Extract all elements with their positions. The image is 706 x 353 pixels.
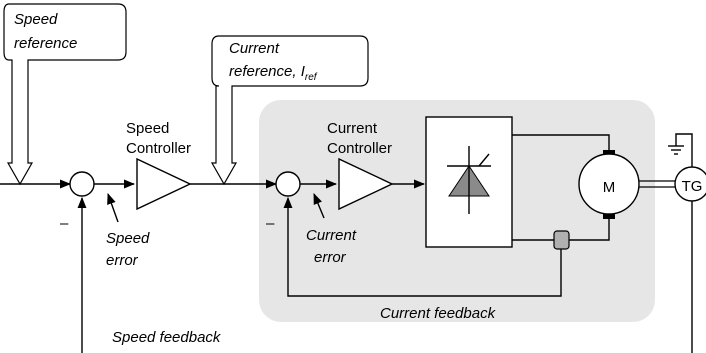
current-feedback-label: Current feedback — [380, 305, 497, 322]
speed-summing-junction — [69, 171, 95, 197]
current-sensor — [553, 230, 570, 250]
current-summing-junction — [275, 171, 301, 197]
motor-supply-bottom — [512, 216, 610, 241]
speed-error-label-2: error — [106, 252, 139, 269]
motor-symbol — [578, 153, 640, 215]
current-controller-amplifier — [338, 157, 394, 211]
ground-wire — [675, 133, 693, 167]
speed-feedback-minus: – — [60, 215, 69, 232]
current-feedback-line — [283, 196, 562, 297]
current-error-label-1: Current — [306, 227, 357, 244]
speed-error-pointer — [107, 192, 119, 223]
current-error-label-2: error — [314, 249, 347, 266]
speed-controller-amplifier — [136, 157, 192, 211]
speed-controller-label-2: Controller — [126, 140, 191, 157]
speed-reference-callout — [3, 3, 127, 186]
speed-feedback-label: Speed feedback — [112, 329, 222, 346]
current-error-pointer — [313, 192, 325, 219]
speed-error-label-1: Speed — [106, 230, 150, 247]
thyristor-gate — [478, 153, 490, 167]
current-feedback-minus: – — [266, 215, 275, 232]
tachogenerator-label: TG — [682, 178, 703, 195]
current-reference-label-1: Current — [229, 40, 280, 57]
motor-brush-bottom — [603, 211, 615, 219]
current-controller-label-2: Controller — [327, 140, 392, 157]
speed-reference-label-2: reference — [14, 35, 77, 52]
current-controller-label-1: Current — [327, 120, 378, 137]
motor-supply-top — [512, 134, 610, 153]
speed-controller-label-1: Speed — [126, 120, 169, 137]
current-reference-label-2: reference, Iref — [229, 63, 318, 83]
current-reference-callout — [210, 35, 369, 186]
motor-label: M — [603, 179, 616, 196]
speed-reference-label-1: Speed — [14, 11, 58, 28]
